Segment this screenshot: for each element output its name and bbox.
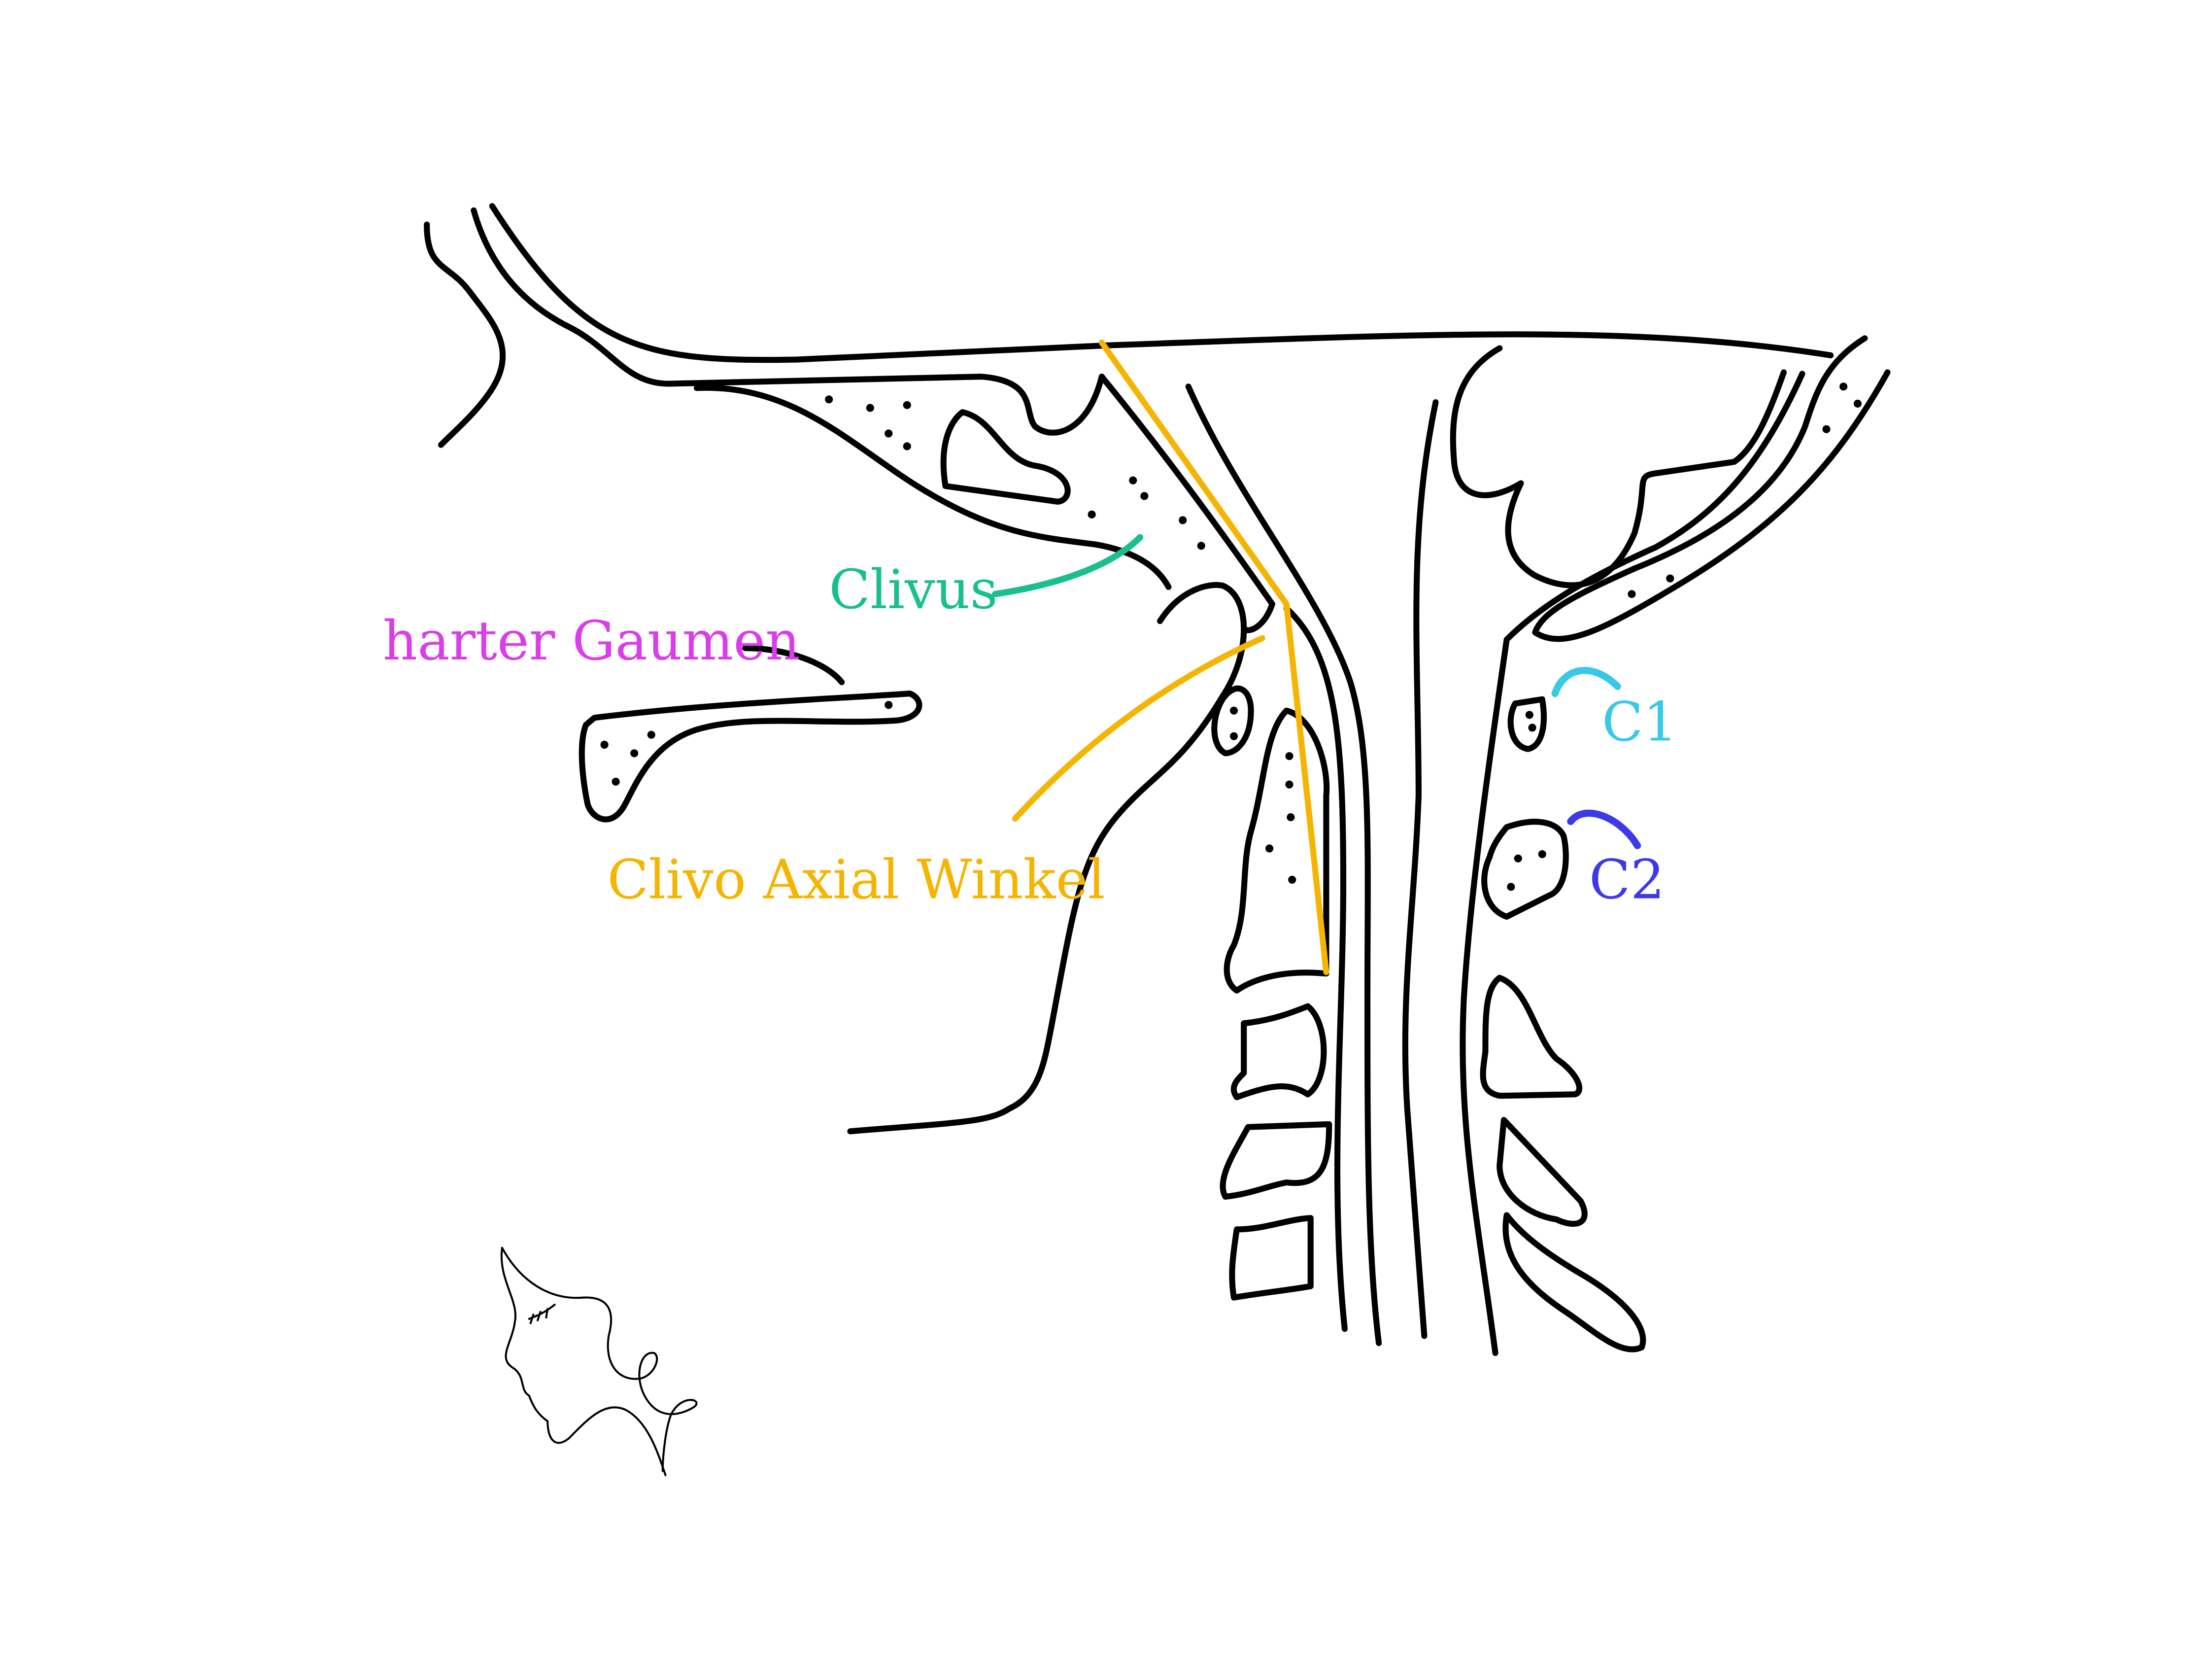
- skull-base-outline: [424, 203, 1834, 1135]
- c2-pointer: [1567, 809, 1641, 849]
- label-hard-palate: harter Gaumen: [383, 609, 800, 672]
- label-c1: C1: [1602, 690, 1678, 753]
- c1-pointer: [1551, 667, 1621, 697]
- palate-outline: [579, 691, 922, 823]
- label-clivus: Clivus: [829, 558, 998, 621]
- face-profile-logo: [500, 1246, 698, 1477]
- hard-palate-pointer: [742, 645, 845, 686]
- label-clivo-axial-angle: Clivo Axial Winkel: [607, 848, 1105, 911]
- bone-texture-dots: [600, 382, 1862, 891]
- spinal-canal-outline: [1185, 335, 1891, 1356]
- clivo-axial-angle-lines: [1012, 339, 1329, 975]
- vertebrae-outline: [1211, 686, 1646, 1352]
- label-c2: C2: [1589, 848, 1665, 911]
- clivus-pointer: [992, 534, 1144, 597]
